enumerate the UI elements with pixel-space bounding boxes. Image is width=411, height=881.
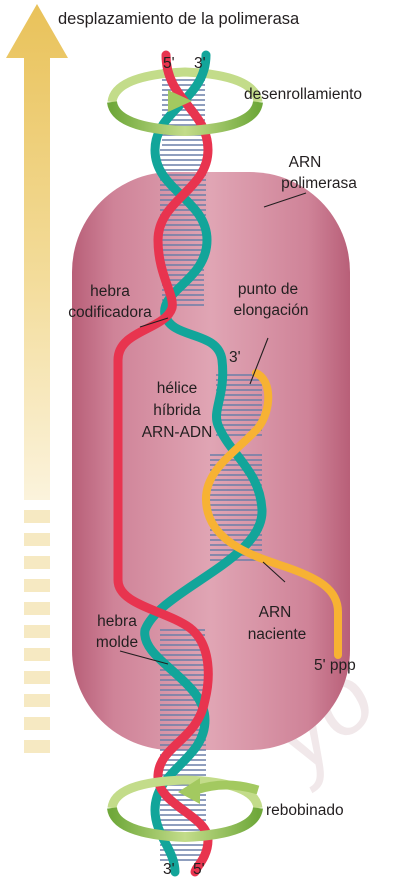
hybrid-helix-label-2: híbrida	[153, 402, 201, 419]
bottom-three-prime-label: 3'	[163, 861, 175, 878]
unwinding-ring-back	[107, 67, 263, 104]
polymerase-leader	[263, 192, 307, 208]
rna-polymerase-label-1: ARN	[289, 154, 322, 171]
template-strand-label-1: hebra	[97, 613, 137, 630]
arrow-dash	[24, 602, 50, 615]
arrow-dash	[24, 740, 50, 753]
arrow-dash	[24, 717, 50, 730]
elongation-point-label-2: elongación	[234, 302, 309, 319]
nascent-rna-strand	[201, 369, 342, 659]
top-three-prime-label: 3'	[194, 55, 206, 72]
arrow-dash	[24, 579, 50, 592]
arrow-dash	[24, 625, 50, 638]
rna-polymerase-label-2: polimerasa	[281, 175, 357, 192]
rna-five-prime-ppp-label: 5' ppp	[314, 657, 356, 674]
bottom-five-prime-label: 5'	[193, 861, 205, 878]
elongation-leader	[249, 337, 269, 385]
coding-strand-label-1: hebra	[90, 283, 130, 300]
polymerase-direction-label: desplazamiento de la polimerasa	[58, 10, 300, 28]
coding-strand	[113, 50, 213, 877]
unwinding-label: desenrollamiento	[244, 86, 362, 103]
up-arrow-icon	[6, 4, 68, 753]
template-strand	[140, 50, 267, 877]
template-strand-leader	[119, 650, 169, 665]
hybrid-helix-label-3: ARN-ADN	[142, 424, 213, 441]
coding-strand-leader	[139, 317, 169, 328]
rna-three-prime-label: 3'	[229, 349, 241, 366]
rotation-arrow-icon	[107, 778, 263, 843]
template-strand-label-2: molde	[96, 634, 138, 651]
elongation-point-label-1: punto de	[238, 281, 298, 298]
top-five-prime-label: 5'	[163, 55, 175, 72]
coding-strand-label-2: codificadora	[68, 304, 152, 321]
hybrid-helix-label-1: hélice	[157, 380, 198, 397]
arrow-dash	[24, 648, 50, 661]
nascent-rna-label-1: ARN	[259, 604, 292, 621]
arrow-dash	[24, 510, 50, 523]
rewinding-label: rebobinado	[266, 802, 344, 819]
arrow-dash	[24, 694, 50, 707]
arrow-dash	[24, 533, 50, 546]
nascent-rna-label-2: naciente	[248, 626, 307, 643]
arrow-dash	[24, 671, 50, 684]
arrow-dash	[24, 556, 50, 569]
rotation-arrow-icon	[107, 90, 263, 137]
rewinding-ring-back	[107, 775, 263, 810]
nascent-rna-leader	[262, 561, 286, 583]
